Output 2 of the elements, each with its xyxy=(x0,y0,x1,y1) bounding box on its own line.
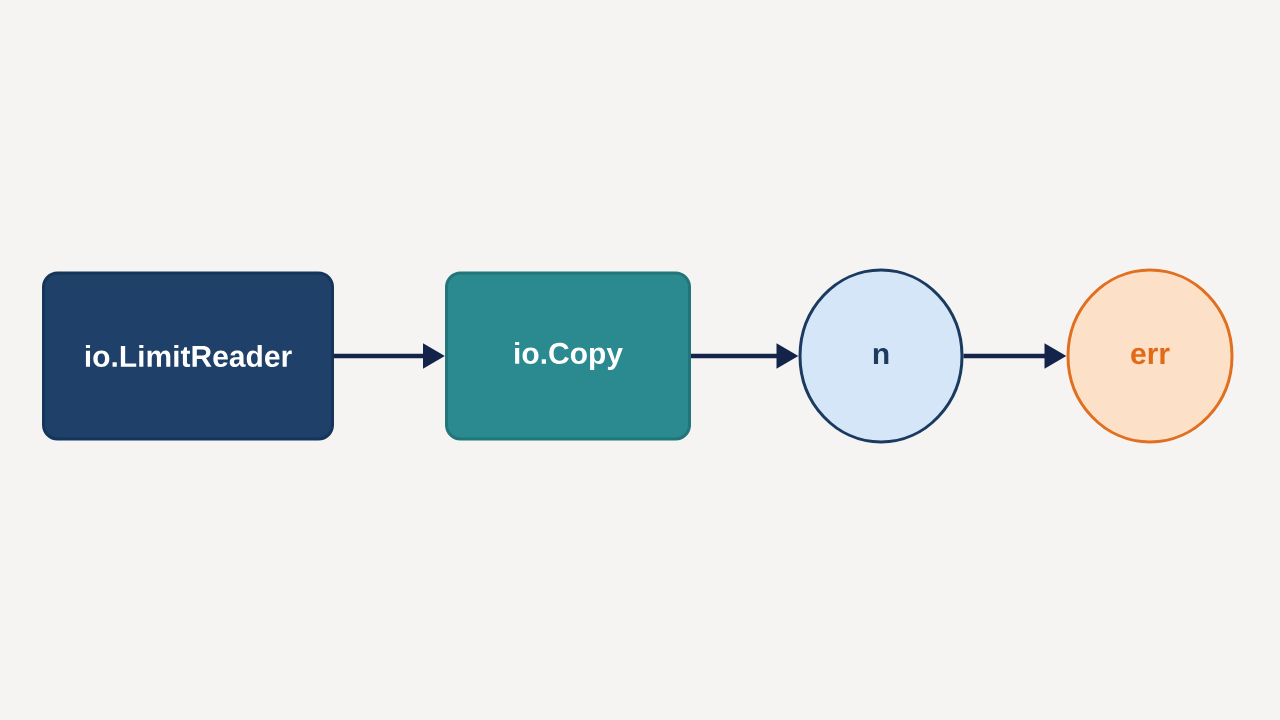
process-box: io.LimitReader xyxy=(42,271,334,441)
process-box: io.Copy xyxy=(445,271,691,441)
